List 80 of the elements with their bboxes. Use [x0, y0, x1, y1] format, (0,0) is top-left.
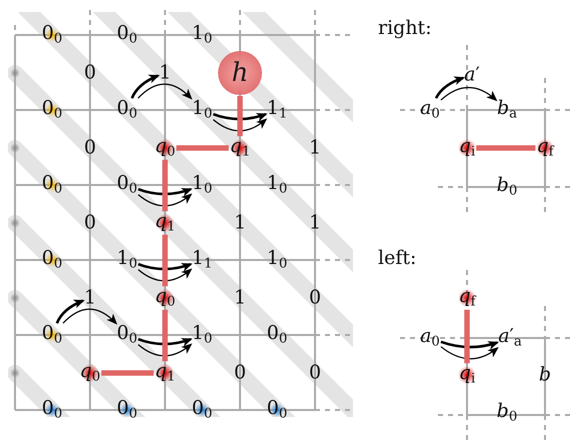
arrow: [138, 338, 193, 346]
symbol-label: 0$_{0}$: [42, 99, 62, 121]
symbol-label: 0$_{0}$: [116, 324, 138, 346]
symbol-label: q$_{i}$: [458, 364, 476, 386]
arrow: [62, 308, 118, 325]
path-line: [464, 310, 470, 364]
symbol-label: 1$_{0}$: [192, 99, 212, 121]
symbol-label: 1$_{0}$: [192, 174, 212, 196]
symbol-label: 1: [234, 288, 246, 308]
arrow: [130, 74, 160, 99]
symbol-label: q$_{f}$: [458, 287, 476, 309]
symbol-label: 0: [84, 64, 96, 82]
symbol-label: 0: [308, 288, 322, 308]
symbol-label: q$_{f}$: [536, 137, 554, 159]
arrow: [212, 112, 268, 122]
symbol-label: b$_{a}$: [496, 99, 518, 121]
arrow: [138, 268, 192, 282]
symbol-label: 0$_{0}$: [42, 174, 62, 196]
path-line: [237, 96, 243, 136]
symbol-label: 0: [308, 364, 322, 382]
symbol-label: q$_{0}$: [154, 287, 176, 309]
path-line: [162, 234, 168, 286]
symbol-label: 1$_{1}$: [192, 249, 212, 271]
symbol-label: q$_{1}$: [154, 212, 176, 234]
symbol-label: 0$_{0}$: [116, 99, 138, 121]
symbol-label: 1$_{0}$: [116, 249, 138, 271]
path-line: [176, 145, 229, 151]
arrow: [440, 346, 499, 360]
halt-state-circle: h: [218, 51, 262, 95]
symbol-label: 1$_{0}$: [266, 249, 288, 271]
arrow: [440, 86, 498, 102]
symbol-label: 1$_{0}$: [192, 324, 212, 346]
symbol-label: 0: [234, 364, 246, 382]
symbol-label: 1: [234, 214, 246, 232]
symbol-label: 0$_{0}$: [42, 324, 62, 346]
symbol-label: b: [538, 366, 552, 384]
symbol-label: 1$_{0}$: [266, 174, 288, 196]
symbol-label: 0$_{0}$: [266, 324, 288, 346]
arrow: [138, 193, 192, 206]
arrow: [434, 76, 466, 99]
symbol-label: 0$_{0}$: [42, 24, 62, 46]
arrow: [212, 118, 268, 132]
path-line: [162, 310, 168, 362]
path-line: [162, 160, 168, 212]
path-line: [476, 145, 536, 151]
symbol-label: 0$_{0}$: [266, 399, 288, 421]
symbol-label: q$_{1}$: [230, 137, 250, 159]
symbol-label: 0: [84, 138, 96, 158]
symbol-label: 1: [158, 64, 172, 82]
symbol-label: a$_{0}$: [420, 99, 440, 121]
panel-heading: left:: [378, 247, 416, 269]
symbol-label: 0$_{0}$: [116, 174, 138, 196]
symbol-label: q$_{i}$: [458, 137, 476, 159]
symbol-label: a′: [464, 66, 480, 84]
symbol-label: 0$_{0}$: [116, 399, 138, 421]
symbol-label: q$_{1}$: [154, 362, 176, 384]
symbol-label: a′$_{a}$: [498, 327, 522, 349]
symbol-label: q$_{0}$: [80, 362, 100, 384]
symbol-label: 0$_{0}$: [116, 24, 138, 46]
arrow: [138, 262, 193, 272]
symbol-label: b$_{0}$: [496, 176, 518, 198]
symbol-label: 1: [308, 138, 322, 158]
arrow: [440, 340, 500, 350]
symbol-label: 0$_{0}$: [42, 249, 62, 271]
symbol-label: q$_{0}$: [154, 137, 176, 159]
symbol-label: b$_{0}$: [496, 402, 518, 424]
symbol-label: 0: [84, 214, 96, 232]
symbol-label: a$_{0}$: [420, 327, 440, 349]
symbol-label: 1: [308, 214, 322, 232]
arrow: [138, 188, 193, 196]
arrow: [56, 300, 85, 324]
arrow: [138, 343, 192, 356]
path-line: [101, 370, 154, 376]
symbol-label: 0$_{0}$: [192, 399, 212, 421]
panel-heading: right:: [378, 17, 432, 39]
symbol-label: 1$_{1}$: [266, 99, 288, 121]
symbol-label: 1: [84, 288, 96, 308]
symbol-label: 1$_{0}$: [192, 24, 212, 46]
arrow: [138, 84, 192, 100]
symbol-label: 0$_{0}$: [42, 399, 62, 421]
